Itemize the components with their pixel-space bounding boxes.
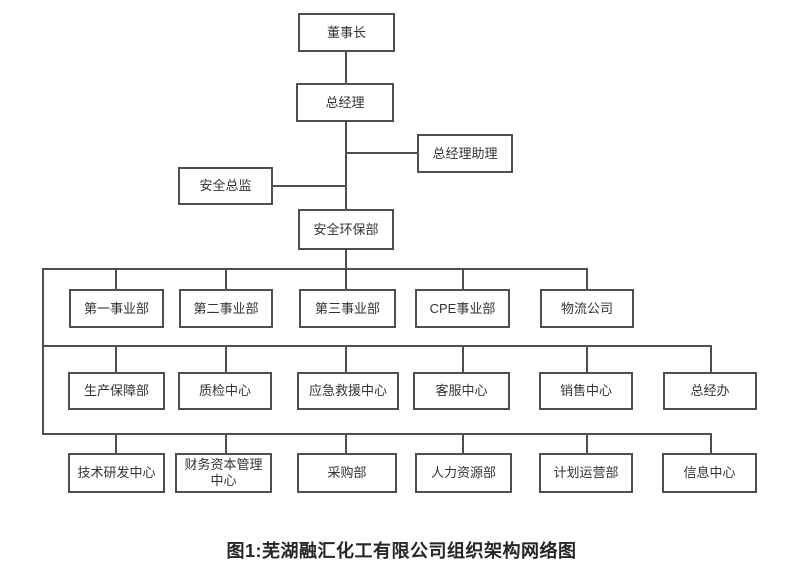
org-node-cpe-division: CPE事业部 [415, 289, 510, 328]
org-node-planning-operations: 计划运营部 [539, 453, 633, 493]
drop-row2-col5 [586, 345, 588, 372]
drop-row3-col5 [586, 433, 588, 453]
drop-row1-col2 [225, 268, 227, 289]
org-node-safety-director: 安全总监 [178, 167, 273, 205]
org-node-customer-service: 客服中心 [413, 372, 510, 410]
drop-row3-col1 [115, 433, 117, 453]
org-node-safety-env-dept: 安全环保部 [298, 209, 394, 250]
org-node-information-center: 信息中心 [662, 453, 757, 493]
trunk-row2 [42, 345, 712, 347]
drop-row2-col6 [710, 345, 712, 372]
org-node-general-manager: 总经理 [296, 83, 394, 122]
figure-caption: 图1:芜湖融汇化工有限公司组织架构网络图 [226, 541, 577, 561]
trunk-row1 [42, 268, 588, 270]
drop-row3-col3 [345, 433, 347, 453]
drop-row1-col1 [115, 268, 117, 289]
drop-row2-col4 [462, 345, 464, 372]
org-node-production-support: 生产保障部 [68, 372, 165, 410]
drop-row3-col4 [462, 433, 464, 453]
spine-left [42, 268, 44, 435]
org-node-emergency-rescue: 应急救援中心 [297, 372, 399, 410]
org-node-chairman: 董事长 [298, 13, 395, 52]
drop-row1-col4 [462, 268, 464, 289]
org-node-gm-assistant: 总经理助理 [417, 134, 513, 173]
org-node-division-3: 第三事业部 [299, 289, 396, 328]
drop-row1-col3 [345, 268, 347, 289]
org-node-hr-dept: 人力资源部 [415, 453, 512, 493]
org-node-finance-capital-center: 财务资本管理中心 [175, 453, 272, 493]
drop-row2-col3 [345, 345, 347, 372]
drop-row2-col1 [115, 345, 117, 372]
org-node-division-2: 第二事业部 [179, 289, 273, 328]
connector-chairman-to-gm [345, 52, 347, 83]
org-node-logistics-company: 物流公司 [540, 289, 634, 328]
drop-row1-col5 [586, 268, 588, 289]
org-node-sales-center: 销售中心 [539, 372, 633, 410]
org-node-gm-office: 总经办 [663, 372, 757, 410]
org-node-division-1: 第一事业部 [69, 289, 164, 328]
trunk-row3 [42, 433, 712, 435]
org-node-quality-inspection: 质检中心 [178, 372, 272, 410]
org-node-procurement-dept: 采购部 [297, 453, 397, 493]
connector-safety-env-to-trunk1 [345, 250, 347, 270]
connector-gm-to-safety-env [345, 122, 347, 209]
drop-row3-col2 [225, 433, 227, 453]
drop-row3-col6 [710, 433, 712, 453]
org-node-tech-rd-center: 技术研发中心 [68, 453, 165, 493]
connector-branch-gm-assistant [345, 152, 417, 154]
drop-row2-col2 [225, 345, 227, 372]
connector-branch-safety-director [273, 185, 347, 187]
